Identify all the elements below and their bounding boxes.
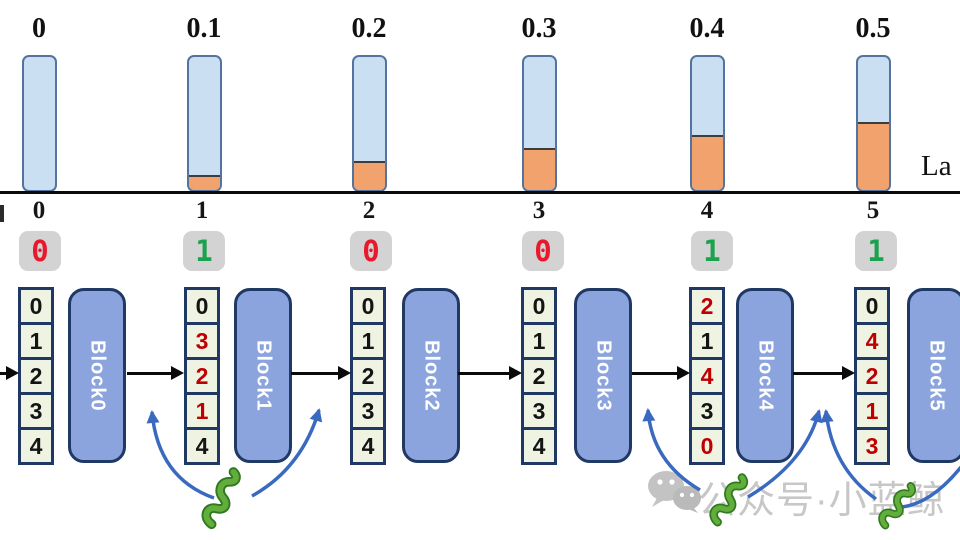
block-label: Block5 bbox=[925, 339, 948, 412]
vector-cell: 4 bbox=[350, 427, 386, 465]
permute-flag: 0 bbox=[19, 231, 61, 271]
axis-tick-label: 0 bbox=[32, 197, 46, 224]
token-vector: 0 4 2 1 3 bbox=[854, 287, 890, 465]
block-1: Block1 bbox=[234, 288, 292, 463]
orange-segment bbox=[858, 121, 889, 190]
bar-value-label: 0.3 bbox=[521, 13, 557, 44]
ratio-bar bbox=[187, 55, 222, 192]
vector-cell: 3 bbox=[854, 427, 890, 465]
watermark-text: 公众号·小蓝鲸 bbox=[698, 480, 946, 522]
permute-flag: 1 bbox=[183, 231, 225, 271]
permute-flag: 0 bbox=[522, 231, 564, 271]
block-3: Block3 bbox=[574, 288, 632, 463]
bar-value-label: 0 bbox=[32, 13, 46, 44]
axis-tick-label: 5 bbox=[866, 197, 880, 224]
block-label: Block3 bbox=[592, 339, 615, 412]
block-label: Block2 bbox=[420, 339, 443, 412]
token-vector: 2 1 4 3 0 bbox=[689, 287, 725, 465]
vector-cell: 1 bbox=[521, 322, 557, 360]
orange-segment bbox=[189, 174, 220, 190]
permute-flag: 0 bbox=[350, 231, 392, 271]
vector-cell: 2 bbox=[350, 357, 386, 395]
vector-cell: 0 bbox=[184, 287, 220, 325]
vector-cell: 3 bbox=[521, 392, 557, 430]
vector-cell: 1 bbox=[184, 392, 220, 430]
block-0: Block0 bbox=[68, 288, 126, 463]
block-label: Block1 bbox=[252, 339, 275, 412]
worm-shuffle-icon bbox=[201, 467, 241, 530]
wechat-icon bbox=[648, 471, 701, 513]
orange-segment bbox=[354, 161, 385, 190]
vector-cell: 1 bbox=[689, 322, 725, 360]
block-5: Block5 bbox=[907, 288, 960, 463]
vector-cell: 1 bbox=[18, 322, 54, 360]
vector-cell: 2 bbox=[18, 357, 54, 395]
vector-cell: 3 bbox=[689, 392, 725, 430]
orange-segment bbox=[692, 134, 723, 190]
token-vector: 0 1 2 3 4 bbox=[521, 287, 557, 465]
axis-tick-label: 4 bbox=[700, 197, 714, 224]
vector-cell: 0 bbox=[18, 287, 54, 325]
orange-segment bbox=[524, 148, 555, 190]
vector-cell: 2 bbox=[689, 287, 725, 325]
bar-value-label: 0.5 bbox=[855, 13, 891, 44]
axis-tick-label: 3 bbox=[532, 197, 546, 224]
bar-value-label: 0.4 bbox=[689, 13, 725, 44]
bar-value-label: 0.2 bbox=[351, 13, 387, 44]
x-axis-label: La bbox=[921, 150, 952, 182]
permute-flag: 1 bbox=[855, 231, 897, 271]
vector-cell: 4 bbox=[18, 427, 54, 465]
vector-cell: 2 bbox=[854, 357, 890, 395]
vector-cell: 1 bbox=[350, 322, 386, 360]
vector-cell: 0 bbox=[689, 427, 725, 465]
vector-cell: 4 bbox=[184, 427, 220, 465]
ratio-bar bbox=[352, 55, 387, 192]
vector-cell: 2 bbox=[521, 357, 557, 395]
token-vector: 0 3 2 1 4 bbox=[184, 287, 220, 465]
vector-cell: 4 bbox=[689, 357, 725, 395]
vector-cell: 2 bbox=[184, 357, 220, 395]
vector-cell: 4 bbox=[854, 322, 890, 360]
block-2: Block2 bbox=[402, 288, 460, 463]
token-vector: 0 1 2 3 4 bbox=[350, 287, 386, 465]
axis-tick-label: 2 bbox=[362, 197, 376, 224]
vector-cell: 1 bbox=[854, 392, 890, 430]
ratio-bar bbox=[690, 55, 725, 192]
block-label: Block4 bbox=[754, 339, 777, 412]
vector-cell: 0 bbox=[854, 287, 890, 325]
vector-cell: 3 bbox=[184, 322, 220, 360]
token-vector: 0 1 2 3 4 bbox=[18, 287, 54, 465]
bar-value-label: 0.1 bbox=[186, 13, 222, 44]
ratio-bar bbox=[522, 55, 557, 192]
vector-cell: 4 bbox=[521, 427, 557, 465]
block-label: Block0 bbox=[86, 339, 109, 412]
clipped-left-glyph bbox=[0, 205, 4, 222]
block-4: Block4 bbox=[736, 288, 794, 463]
permute-flag: 1 bbox=[691, 231, 733, 271]
axis-tick-label: 1 bbox=[195, 197, 209, 224]
x-axis-line bbox=[0, 191, 960, 194]
vector-cell: 0 bbox=[521, 287, 557, 325]
vector-cell: 3 bbox=[350, 392, 386, 430]
ratio-bar bbox=[22, 55, 57, 192]
vector-cell: 0 bbox=[350, 287, 386, 325]
ratio-bar bbox=[856, 55, 891, 192]
vector-cell: 3 bbox=[18, 392, 54, 430]
